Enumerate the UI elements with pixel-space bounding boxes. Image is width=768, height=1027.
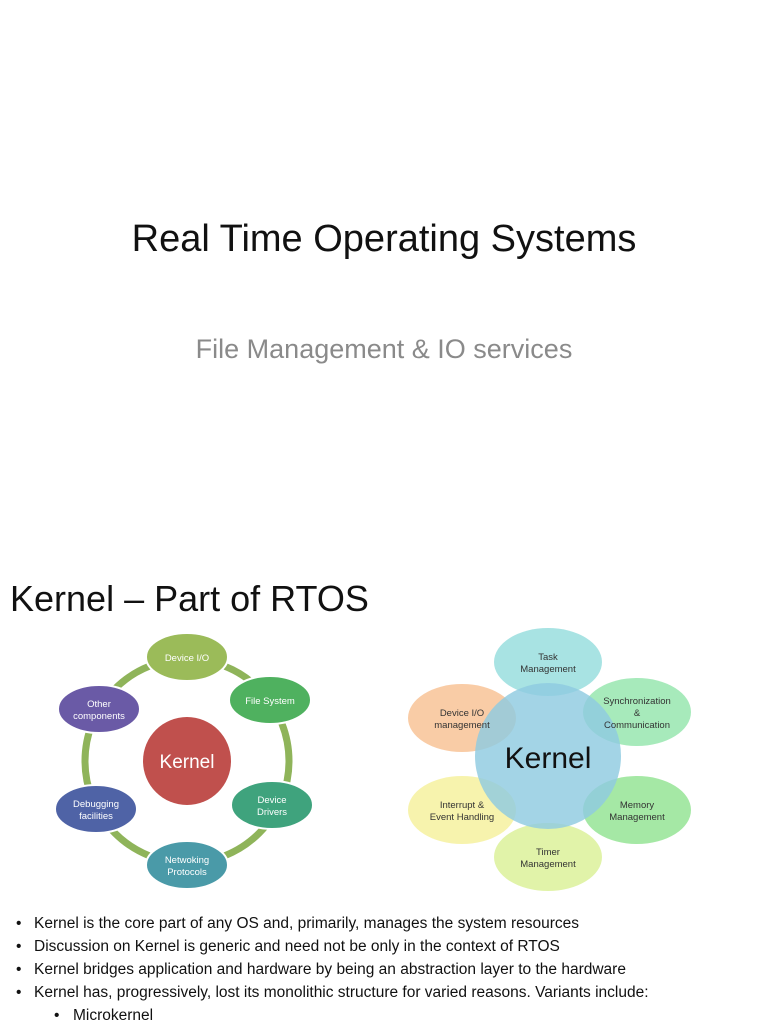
component-node: File System bbox=[228, 675, 312, 725]
slide-title: Real Time Operating Systems bbox=[131, 218, 637, 260]
service-petal-label: Management bbox=[520, 859, 576, 870]
service-petal-label: Timer bbox=[536, 847, 560, 858]
component-node-shape bbox=[145, 632, 229, 682]
component-node-shape bbox=[145, 840, 229, 890]
component-node-label: Drivers bbox=[257, 807, 287, 818]
bullet-item: Kernel has, progressively, lost its mono… bbox=[14, 981, 764, 1004]
component-node-label: File System bbox=[245, 696, 295, 707]
bullet-item: Kernel bridges application and hardware … bbox=[14, 958, 764, 981]
service-petal-label: Memory bbox=[620, 800, 655, 811]
component-node-label: Debugging bbox=[73, 799, 119, 810]
service-petal-label: Management bbox=[520, 664, 576, 675]
kernel-center-label: Kernel bbox=[160, 752, 215, 773]
kernel-components-diagram: Kernel Device I/O File SystemDeviceDriver… bbox=[54, 632, 314, 890]
slide-subtitle: File Management & IO services bbox=[195, 334, 573, 364]
service-petal-label: Event Handling bbox=[430, 812, 494, 823]
bullet-item: Kernel is the core part of any OS and, p… bbox=[14, 912, 764, 935]
kernel-hub-label: Kernel bbox=[505, 742, 592, 775]
component-node-shape bbox=[57, 684, 141, 734]
component-node-label: Device I/O bbox=[165, 653, 209, 664]
service-petal-label: & bbox=[634, 708, 641, 719]
service-petal-label: Device I/O bbox=[440, 708, 484, 719]
component-node: Device I/O bbox=[145, 632, 229, 682]
component-node-label: Protocols bbox=[167, 867, 207, 878]
kernel-bullet-list: Kernel is the core part of any OS and, p… bbox=[14, 912, 764, 1027]
kernel-slide-title: Kernel – Part of RTOS bbox=[10, 578, 369, 619]
kernel-hub-circle bbox=[475, 683, 621, 829]
service-petal bbox=[494, 628, 602, 696]
bullet-item: Discussion on Kernel is generic and need… bbox=[14, 935, 764, 958]
kernel-slide: Kernel – Part of RTOS Kernel Device I/O F… bbox=[0, 540, 768, 1027]
kernel-center-circle bbox=[143, 717, 231, 805]
service-petal-label: Management bbox=[609, 812, 665, 823]
service-petal-label: Interrupt & bbox=[440, 800, 485, 811]
component-node-label: facilities bbox=[79, 811, 113, 822]
service-petal-label: Communication bbox=[604, 720, 670, 731]
component-node-shape bbox=[228, 675, 312, 725]
sub-bullet-item: Microkernel bbox=[14, 1004, 764, 1027]
component-node-shape bbox=[54, 784, 138, 834]
title-slide: Real Time Operating Systems File Managem… bbox=[131, 218, 637, 364]
component-node-label: Device bbox=[257, 795, 286, 806]
component-node-label: Other bbox=[87, 699, 111, 710]
component-node-shape bbox=[230, 780, 314, 830]
service-petal-label: Task bbox=[538, 652, 558, 663]
service-petal-label: management bbox=[434, 720, 490, 731]
service-petal-label: Synchronization bbox=[603, 696, 671, 707]
kernel-services-diagram: Kernel TaskManagementSynchronization&Com… bbox=[408, 628, 691, 891]
service-petal bbox=[494, 823, 602, 891]
component-node-label: components bbox=[73, 711, 125, 722]
component-node-label: Netwoking bbox=[165, 855, 209, 866]
